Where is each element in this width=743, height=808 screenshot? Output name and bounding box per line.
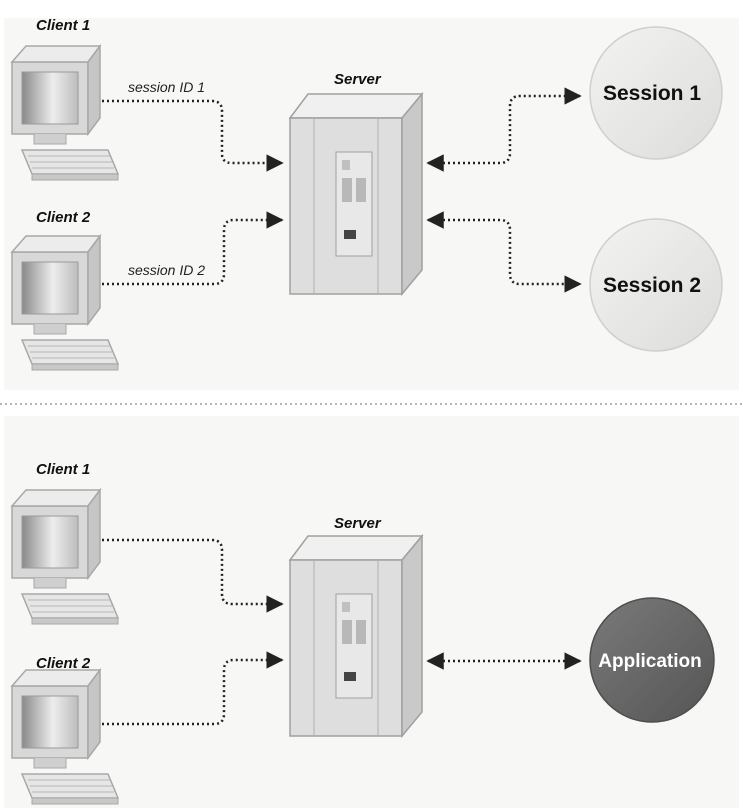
application-label: Application xyxy=(598,651,701,672)
session1-bubble xyxy=(589,26,723,160)
bottom-client1-label: Client 1 xyxy=(36,461,90,478)
session1-label: Session 1 xyxy=(603,82,701,105)
server-tower-icon xyxy=(289,535,423,737)
top-client1-label: Client 1 xyxy=(36,17,90,34)
bottom-server-label: Server xyxy=(334,515,382,532)
server-session2-connector xyxy=(426,211,582,293)
server-tower-icon xyxy=(289,93,423,295)
session-id-2-connector xyxy=(102,211,284,286)
session2-label: Session 2 xyxy=(603,274,701,297)
session-id-1-label: session ID 1 xyxy=(128,79,205,95)
top-client2-label: Client 2 xyxy=(36,209,91,226)
server-session1-connector xyxy=(426,87,582,172)
session-id-1-connector xyxy=(102,99,284,172)
bottom-client2-connector xyxy=(102,651,284,726)
top-server-label: Server xyxy=(334,71,382,88)
session-id-2-label: session ID 2 xyxy=(128,262,205,278)
bottom-client2-label: Client 2 xyxy=(36,655,91,672)
application-bubble xyxy=(589,597,715,723)
session2-bubble xyxy=(589,218,723,352)
